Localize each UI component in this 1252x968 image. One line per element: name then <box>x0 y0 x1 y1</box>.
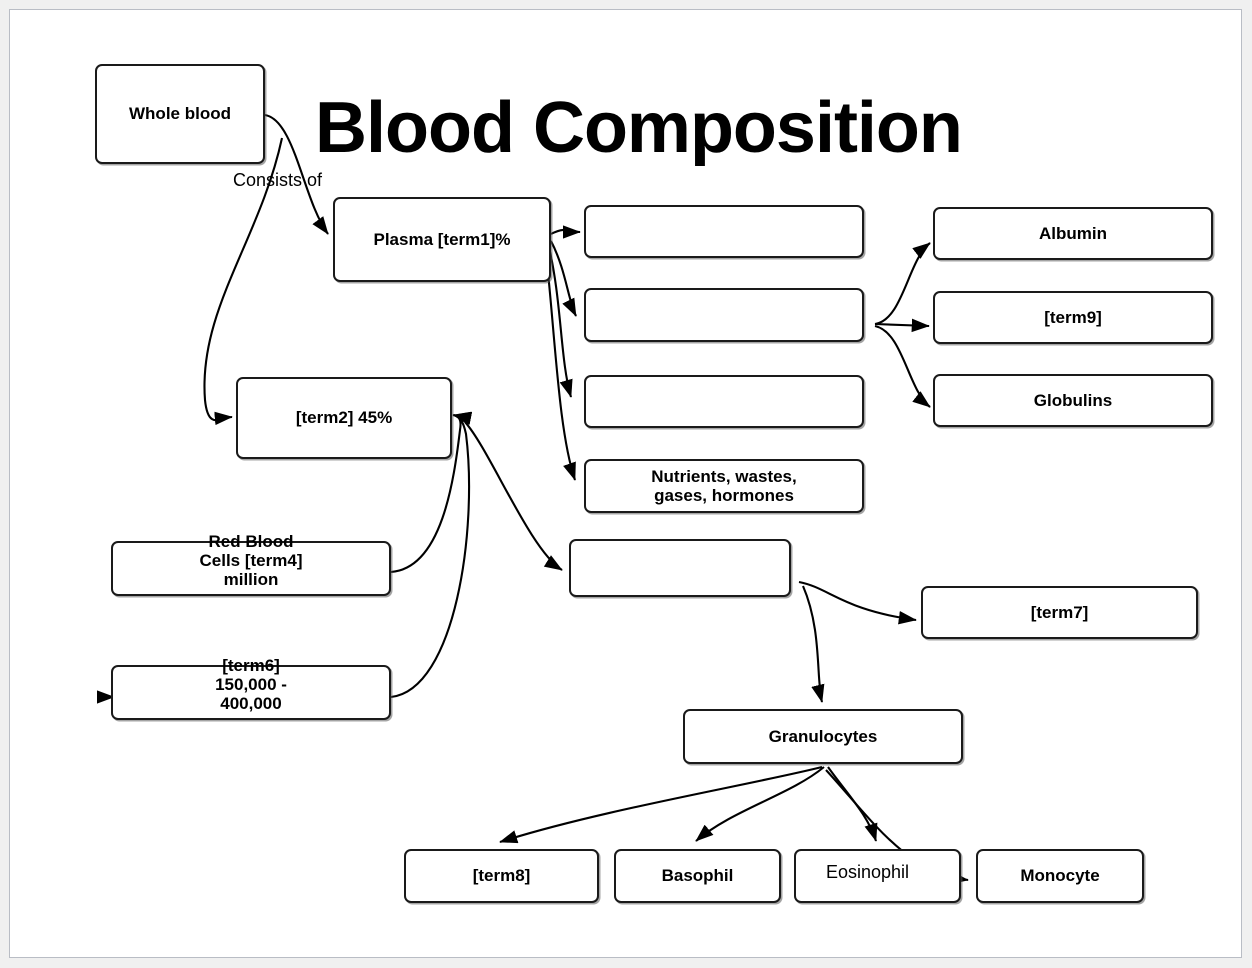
node-plasma-item-3[interactable] <box>584 375 864 428</box>
node-label: [term9] <box>1044 307 1102 327</box>
node-label: [term2] 45% <box>295 408 393 428</box>
node-nutrients[interactable]: Nutrients, wastes, gases, hormones <box>584 459 864 513</box>
edge-granulocytes-basophil <box>695 766 825 842</box>
node-term8[interactable]: [term8] <box>404 849 599 903</box>
node-term2[interactable]: [term2] 45% <box>236 377 452 459</box>
node-label: Plasma [term1]% <box>373 229 511 249</box>
node-label: Granulocytes <box>768 726 878 746</box>
edge-label-eosinophil: Eosinophil <box>826 862 910 882</box>
node-globulins[interactable]: Globulins <box>933 374 1213 427</box>
node-label: [term8] <box>472 866 531 886</box>
edge-wbc-term7 <box>798 580 917 625</box>
diagram-card: Blood Composition Whole blood Plasma [te… <box>9 9 1242 958</box>
node-plasma[interactable]: Plasma [term1]% <box>333 197 551 282</box>
edge-wbc-granulocytes <box>802 585 825 703</box>
edge-label-consists-of: Consists of <box>233 170 323 190</box>
node-plasma-item-2[interactable] <box>584 288 864 342</box>
node-label: Nutrients, wastes, gases, hormones <box>651 466 797 505</box>
node-label: Monocyte <box>1020 866 1100 886</box>
edge-plasma-item3 <box>546 242 573 398</box>
node-label: [term7] <box>1030 602 1089 622</box>
edge-plasma-nutrients <box>543 243 576 481</box>
node-term6[interactable]: [term6] 150,000 - 400,000 <box>111 656 391 720</box>
node-granulocytes[interactable]: Granulocytes <box>683 709 963 764</box>
node-monocyte[interactable]: Monocyte <box>976 849 1144 903</box>
node-term7[interactable]: [term7] <box>921 586 1198 639</box>
edge-item2-albumin <box>874 242 931 326</box>
node-red-blood-cells[interactable]: Red Blood Cells [term4] million <box>111 532 391 596</box>
page-title: Blood Composition <box>315 92 963 166</box>
node-label: [term6] 150,000 - 400,000 <box>215 656 287 714</box>
edge-term2-wbc <box>464 421 563 571</box>
edge-granulocytes-eosinophil <box>827 766 878 842</box>
edge-granulocytes-term8 <box>499 765 823 844</box>
node-albumin[interactable]: Albumin <box>933 207 1213 260</box>
edge-item2-globulins <box>874 324 931 408</box>
edge-plasma-item2 <box>550 240 577 317</box>
node-label: Globulins <box>1033 390 1113 410</box>
node-label: Basophil <box>661 866 734 886</box>
node-label: Red Blood Cells [term4] million <box>199 532 303 590</box>
node-basophil[interactable]: Basophil <box>614 849 781 903</box>
node-whole-blood[interactable]: Whole blood <box>95 64 265 164</box>
node-eosinophil-box[interactable] <box>794 849 961 903</box>
node-label: Whole blood <box>129 104 231 124</box>
node-plasma-item-1[interactable] <box>584 205 864 258</box>
edge-item2-term9 <box>874 318 930 333</box>
edge-plasma-item1 <box>550 225 581 239</box>
node-term9[interactable]: [term9] <box>933 291 1213 344</box>
node-white-blood-cells[interactable] <box>569 539 791 597</box>
node-label: Albumin <box>1039 223 1107 243</box>
